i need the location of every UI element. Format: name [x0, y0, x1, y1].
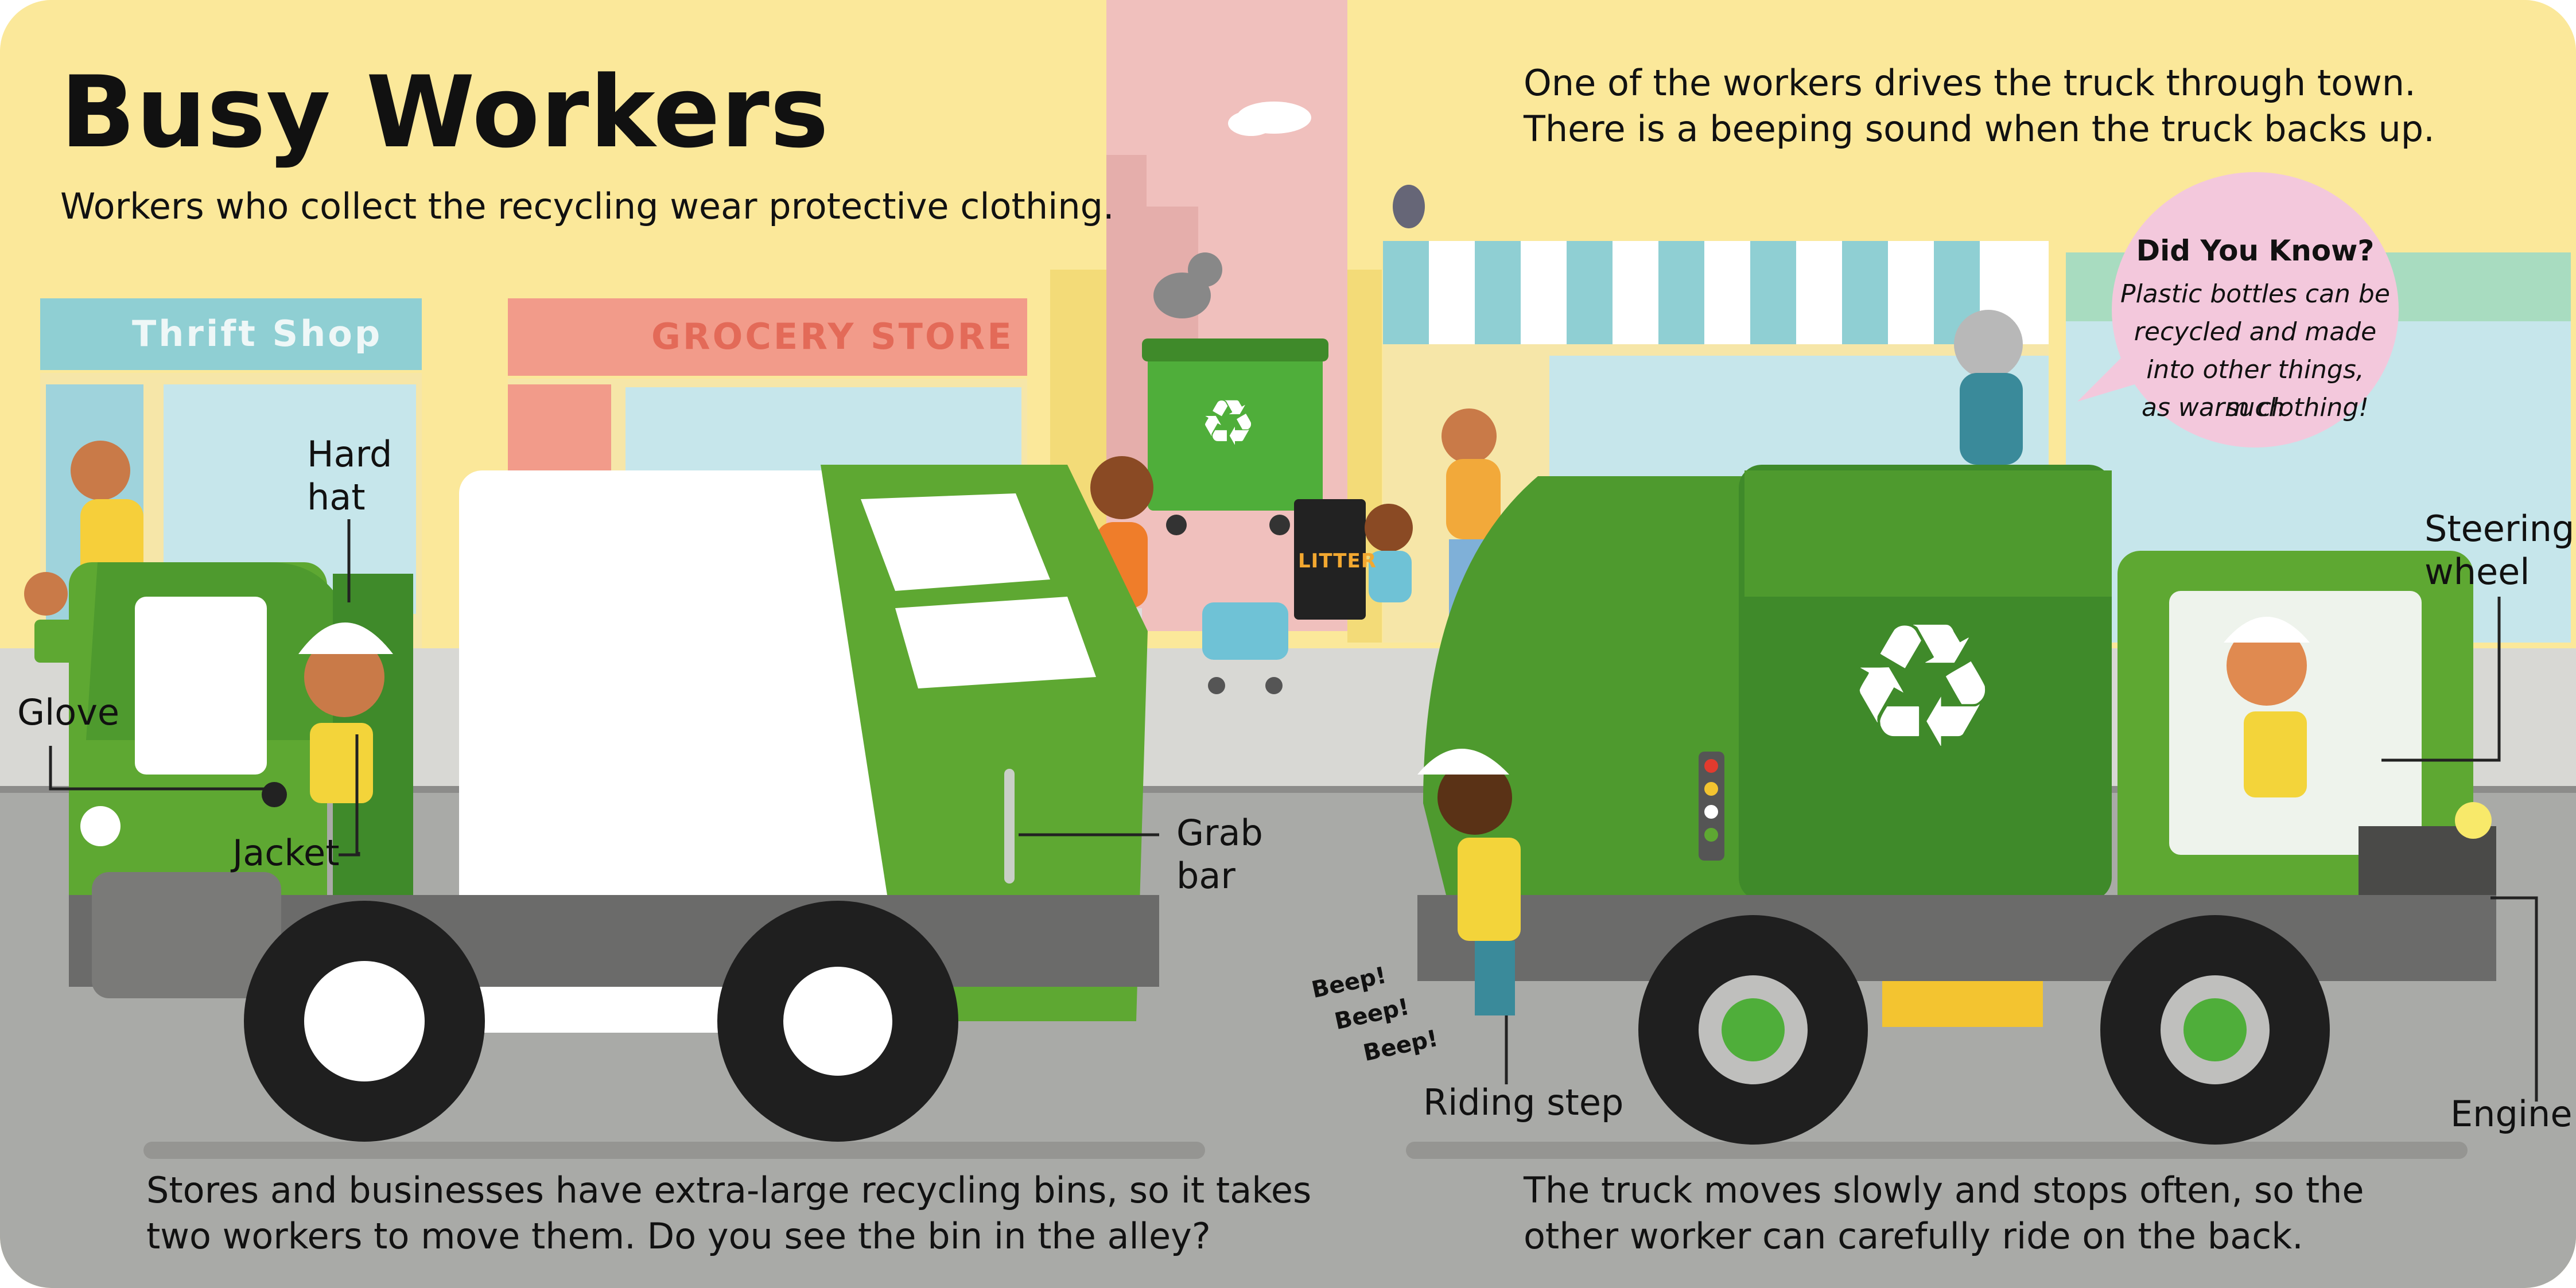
did-you-know-line-4: as warm clothing! — [2142, 393, 2369, 422]
did-you-know-heading: Did You Know? — [2136, 234, 2375, 267]
thrift-shop-sign: Thrift Shop — [132, 313, 383, 355]
top-right-line-2: There is a beeping sound when the truck … — [1524, 108, 2435, 150]
grocery-store-sign: GROCERY STORE — [651, 316, 1014, 357]
right-truck-rear-wheel — [1638, 915, 1868, 1145]
label-steering-wheel-2: wheel — [2425, 551, 2530, 593]
did-you-know-line-2: recycled and made — [2134, 317, 2377, 347]
bird — [1393, 185, 1425, 228]
did-you-know-line-1: Plastic bottles can be — [2120, 279, 2390, 309]
bottom-right-line-2: other worker can carefully ride on the b… — [1524, 1215, 2303, 1257]
riding-worker — [1417, 749, 1521, 1015]
right-truck-driver — [2224, 617, 2310, 797]
litter-bin — [1294, 499, 1366, 620]
svg-text:♻: ♻ — [1200, 386, 1257, 460]
label-engine: Engine — [2450, 1093, 2573, 1135]
left-truck-rear-wheel — [717, 901, 958, 1142]
label-grab-bar-1: Grab — [1176, 812, 1263, 854]
stroller — [1202, 602, 1288, 694]
bottom-left-line-2: two workers to move them. Do you see the… — [146, 1215, 1211, 1257]
left-truck-cutout — [459, 470, 930, 1033]
litter-sign: LITTER — [1298, 550, 1377, 573]
label-jacket: Jacket — [232, 832, 340, 874]
left-truck — [69, 465, 1159, 1142]
intro-text: Workers who collect the recycling wear p… — [60, 185, 1114, 227]
pedestrian-child — [1365, 504, 1413, 602]
label-riding-step: Riding step — [1423, 1081, 1624, 1123]
svg-text:♻: ♻ — [1845, 586, 2000, 787]
left-truck-window — [135, 597, 267, 775]
alley-recycling-bin: ♻ — [1142, 338, 1328, 535]
right-truck: ♻ — [1417, 465, 2496, 1145]
label-hard-hat-1: Hard — [307, 433, 393, 475]
left-truck-front-wheel — [244, 901, 485, 1142]
did-you-know-line-3: into other things, such — [2146, 355, 2364, 422]
label-lines — [49, 519, 2538, 1102]
mouse-character — [1954, 310, 2023, 465]
right-truck-front-wheel — [2100, 915, 2330, 1145]
did-you-know-bubble — [2077, 172, 2399, 448]
label-grab-bar-2: bar — [1176, 855, 1235, 897]
top-right-line-1: One of the workers drives the truck thro… — [1524, 62, 2416, 104]
bottom-right-line-1: The truck moves slowly and stops often, … — [1524, 1169, 2364, 1211]
label-glove: Glove — [17, 691, 120, 733]
bottom-left-line-1: Stores and businesses have extra-large r… — [146, 1169, 1312, 1211]
cat — [1153, 252, 1222, 318]
page-title: Busy Workers — [60, 55, 830, 170]
label-steering-wheel-1: Steering — [2425, 508, 2575, 550]
label-hard-hat-2: hat — [307, 476, 366, 518]
grab-bar — [1004, 769, 1015, 884]
